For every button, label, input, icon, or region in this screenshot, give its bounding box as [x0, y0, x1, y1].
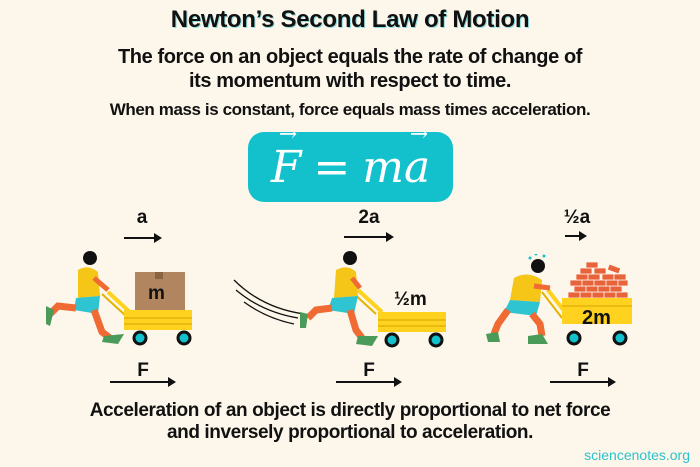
- person-pushing-bricks-cart-icon: [486, 254, 632, 346]
- acceleration-arrow-icon: [565, 231, 587, 241]
- formula-box: → F = m→a: [248, 122, 453, 202]
- vector-arrow-icon: →: [409, 121, 429, 147]
- equals-sign: =: [313, 141, 351, 193]
- force-arrow-icon: [550, 377, 616, 387]
- conclusion-line-1: Acceleration of an object is directly pr…: [89, 400, 611, 421]
- mass-label: 2m: [582, 307, 611, 329]
- source-credit: sciencenotes.org: [584, 447, 690, 463]
- mass-label: ½m: [394, 289, 427, 310]
- mass-symbol: m: [362, 141, 404, 193]
- acceleration-arrow-icon: [344, 232, 394, 242]
- accel-vector: →a: [403, 122, 431, 193]
- person-pushing-cart-icon: [300, 251, 446, 348]
- page-title: Newton’s Second Law of Motion: [170, 6, 530, 33]
- force-symbol: F: [270, 141, 302, 193]
- person-pushing-cart-icon: [46, 251, 192, 346]
- acceleration-label: a: [136, 207, 148, 228]
- force-arrow-icon: [336, 377, 402, 387]
- constant-mass-note: When mass is constant, force equals mass…: [109, 100, 591, 119]
- acceleration-label: 2a: [358, 207, 380, 228]
- mass-label: m: [148, 283, 165, 304]
- force-arrow-icon: [110, 377, 176, 387]
- speed-lines-icon: [233, 279, 305, 325]
- force-vector: → F: [270, 122, 302, 193]
- vector-arrow-icon: →: [278, 121, 298, 147]
- subtitle-line-1: The force on an object equals the rate o…: [117, 46, 583, 68]
- mass-accel-term: m→a: [362, 122, 431, 193]
- conclusion-line-2: and inversely proportional to accelerati…: [166, 422, 534, 443]
- acceleration-label: ½a: [563, 207, 591, 228]
- force-label: F: [577, 360, 589, 381]
- subtitle-line-2: its momentum with respect to time.: [188, 70, 511, 92]
- accel-symbol: a: [403, 141, 431, 193]
- force-label: F: [363, 360, 375, 381]
- force-label: F: [137, 360, 149, 381]
- acceleration-arrow-icon: [124, 233, 162, 243]
